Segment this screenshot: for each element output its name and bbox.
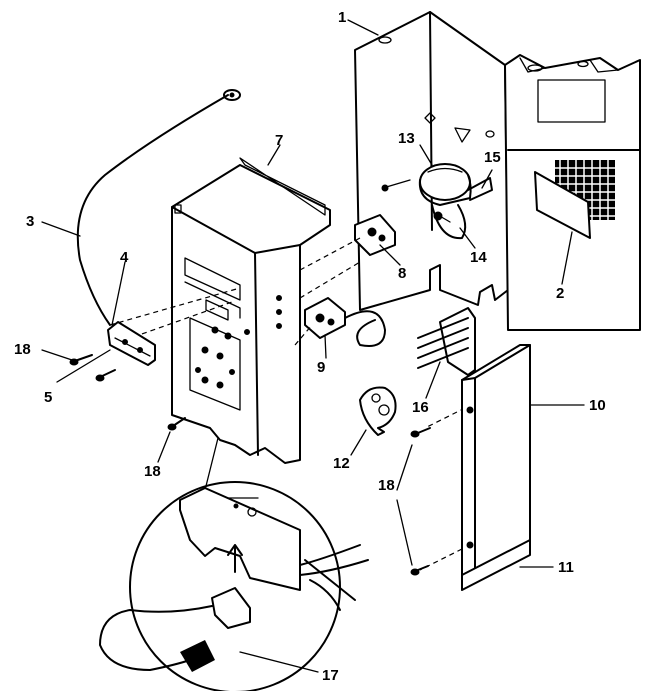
part-2-mesh-panel	[534, 160, 615, 239]
assembly-guide-lines	[109, 237, 471, 571]
part-16-terminal-strip	[417, 307, 476, 376]
part-9-connector	[304, 297, 386, 347]
part-3-ground-wire	[76, 89, 241, 326]
callout-17: 17	[322, 667, 339, 684]
callout-18-bottom: 18	[144, 463, 161, 480]
callout-labels: 1 2 3 4 5 7 8 9 10 11 12 13 14 15 16 17 …	[14, 9, 606, 684]
part-12-cam	[359, 386, 397, 436]
callout-16: 16	[412, 399, 429, 416]
detail-magnifier	[99, 437, 369, 691]
leader-lines	[41, 19, 585, 673]
callout-5: 5	[44, 389, 52, 406]
callout-12: 12	[333, 455, 350, 472]
callout-1: 1	[338, 9, 346, 26]
callout-18-right: 18	[378, 477, 395, 494]
part-4-terminal-block	[107, 321, 156, 366]
callout-13: 13	[398, 130, 415, 147]
callout-2: 2	[556, 285, 564, 302]
part-13-motor	[381, 163, 493, 240]
callout-4: 4	[120, 249, 129, 266]
callout-8: 8	[398, 265, 406, 282]
callout-7: 7	[275, 132, 283, 149]
part-10-cover-panel	[461, 344, 531, 591]
callout-10: 10	[589, 397, 606, 414]
callout-18-left: 18	[14, 341, 31, 358]
part-8-connector	[354, 214, 396, 256]
callout-11: 11	[558, 559, 574, 576]
callout-14: 14	[470, 249, 487, 266]
part-7-control-box	[171, 157, 331, 464]
callout-9: 9	[317, 359, 325, 376]
callout-3: 3	[26, 213, 34, 230]
callout-15: 15	[484, 149, 501, 166]
part-18-screws	[69, 354, 431, 576]
